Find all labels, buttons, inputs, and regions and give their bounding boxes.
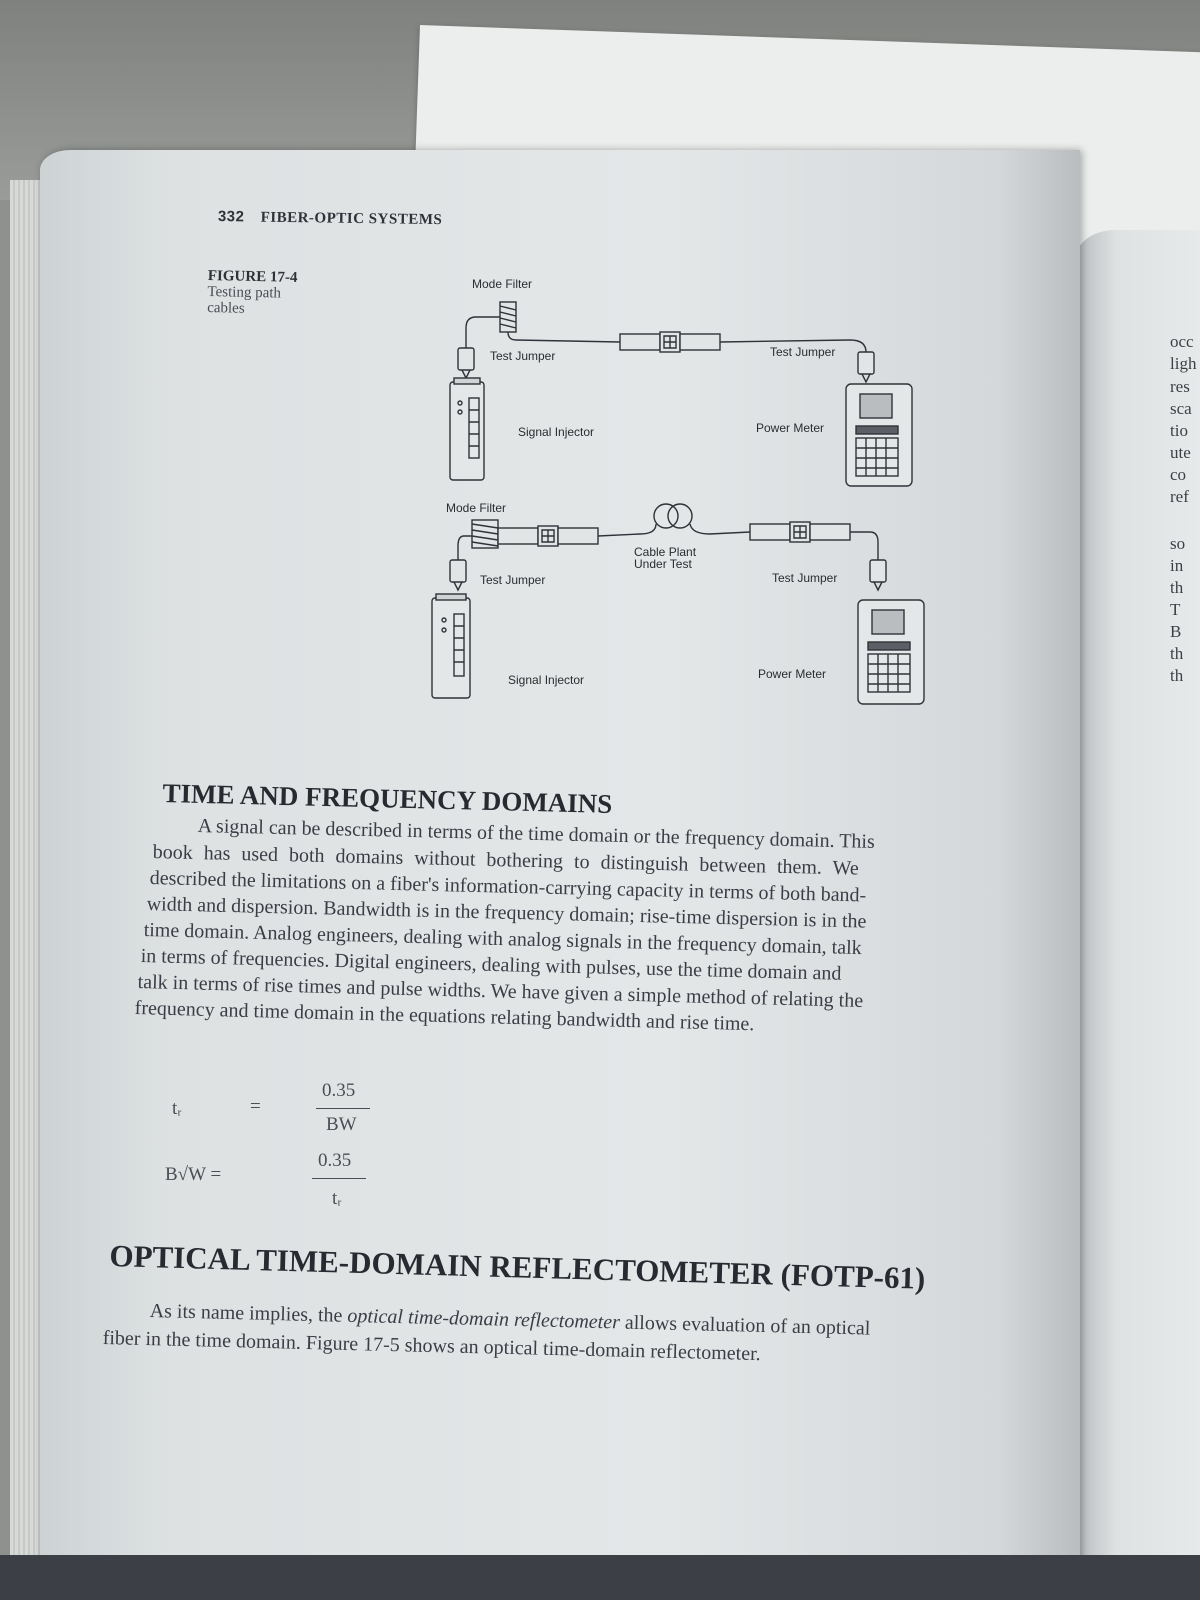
- facing-fragment: co: [1170, 465, 1187, 484]
- fiber-line: [597, 523, 657, 537]
- signal-injector-icon: [431, 593, 471, 699]
- label-test-jumper: Test Jumper: [480, 573, 545, 587]
- label-test-jumper: Test Jumper: [490, 349, 555, 363]
- connector-icon: [497, 525, 599, 547]
- fraction-bar: [316, 1108, 370, 1109]
- fiber-line: [719, 339, 867, 353]
- connector-icon: [619, 331, 721, 353]
- label-test-jumper: Test Jumper: [770, 345, 835, 359]
- figure-label: FIGURE 17-4: [207, 268, 298, 286]
- formula-denominator: tᵣ: [332, 1188, 342, 1209]
- power-meter-icon: [845, 383, 913, 487]
- mode-filter-icon: [471, 519, 499, 549]
- facing-fragment: in: [1170, 556, 1184, 575]
- facing-page: [1075, 230, 1200, 1570]
- fiber-line: [465, 316, 500, 348]
- fraction-bar: [312, 1178, 366, 1179]
- fiber-line: [850, 531, 879, 560]
- label-signal-injector: Signal Injector: [518, 425, 594, 439]
- formula-numerator: 0.35: [318, 1150, 352, 1171]
- mode-filter-icon: [499, 301, 517, 333]
- facing-fragment: th: [1170, 644, 1184, 663]
- label-signal-injector: Signal Injector: [508, 673, 584, 687]
- jumper-plug-icon: [869, 559, 887, 592]
- facing-fragment: ute: [1170, 443, 1191, 462]
- facing-fragment: so: [1170, 534, 1186, 553]
- label-power-meter: Power Meter: [756, 421, 824, 435]
- facing-fragment: T: [1170, 600, 1181, 619]
- signal-injector-icon: [449, 377, 485, 481]
- power-meter-icon: [857, 599, 925, 705]
- running-head-title: FIBER-OPTIC SYSTEMS: [260, 209, 443, 229]
- formula-numerator: 0.35: [322, 1080, 356, 1101]
- label-cable-plant: Cable Plant: [634, 545, 697, 559]
- jumper-plug-icon: [449, 559, 467, 592]
- table-surface: [0, 1555, 1200, 1600]
- jumper-plug-icon: [857, 351, 875, 384]
- facing-fragment: th: [1170, 666, 1184, 685]
- facing-fragment: tio: [1170, 421, 1188, 440]
- facing-fragment: occ: [1170, 332, 1194, 351]
- body-text: As its name implies, the: [149, 1300, 348, 1327]
- page-number: 332: [217, 208, 245, 226]
- facing-fragment: th: [1170, 578, 1184, 597]
- running-head: 332 FIBER-OPTIC SYSTEMS: [218, 208, 443, 229]
- formula-lhs: tᵣ: [172, 1098, 182, 1119]
- facing-fragment: res: [1170, 377, 1190, 396]
- facing-fragment: ligh: [1170, 354, 1197, 373]
- facing-fragment: B: [1170, 622, 1182, 641]
- test-setup-diagram: Mode Filter Test Jumper Test Jumper Sign…: [431, 277, 925, 705]
- jumper-plug-icon: [457, 347, 475, 380]
- caption-line: Testing path: [207, 283, 282, 302]
- label-test-jumper: Test Jumper: [772, 571, 837, 585]
- facing-fragment: ref: [1170, 487, 1189, 506]
- formula-denominator: BW: [326, 1114, 357, 1135]
- facing-fragment: sca: [1170, 399, 1192, 418]
- fiber-line: [507, 331, 621, 343]
- connector-icon: [749, 521, 851, 543]
- label-mode-filter: Mode Filter: [446, 501, 506, 515]
- label-mode-filter: Mode Filter: [472, 277, 532, 291]
- fiber-line: [457, 535, 472, 560]
- formula-lhs: B√W =: [165, 1164, 222, 1185]
- label-cable-plant: Under Test: [634, 557, 692, 571]
- caption-line: cables: [206, 299, 245, 317]
- formula-equals: =: [250, 1096, 261, 1117]
- label-power-meter: Power Meter: [758, 667, 826, 681]
- figure-caption: FIGURE 17-4 Testing path cables: [207, 268, 298, 318]
- fiber-spool-icon: [653, 503, 693, 529]
- body-text: allows evaluation of an optical: [619, 1311, 871, 1340]
- fiber-line: [689, 523, 751, 535]
